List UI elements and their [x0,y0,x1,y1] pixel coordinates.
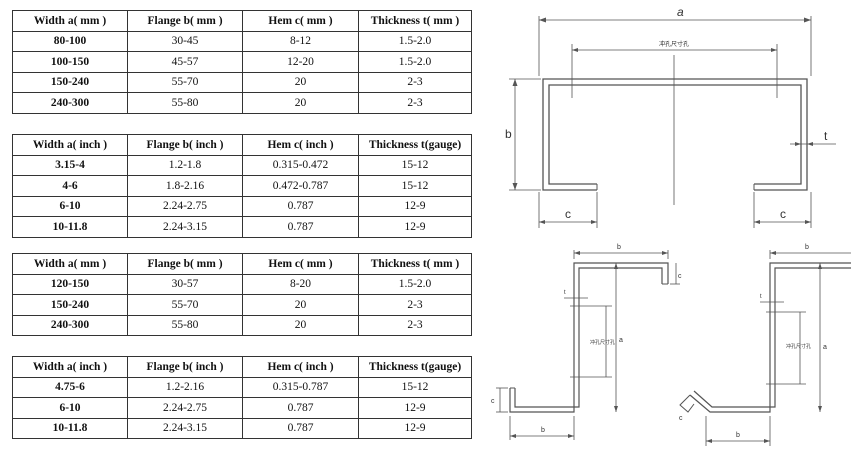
z-hole-spacing-label: 冲孔尺寸孔 [590,339,615,346]
cell-flange: 55-80 [127,314,243,336]
cell-hem: 8-20 [242,273,359,295]
z2-dimension-b-label: b [805,244,809,251]
cell-width: 80-100 [12,30,128,52]
cell-thickness: 12-9 [358,417,472,439]
cell-width: 240-300 [12,92,128,114]
c-section-diagram: a 冲孔尺寸孔 b c c t [505,5,836,228]
cell-width: 4-6 [12,175,128,197]
header-width: Width a( inch ) [12,356,128,378]
z-dimension-c-label: c [678,273,682,280]
cell-hem: 0.315-0.787 [242,376,359,398]
z-dimension-b-bottom-label: b [541,427,545,434]
cell-width: 3.15-4 [12,154,128,176]
cell-hem: 0.787 [242,417,359,439]
spec-table-metric-c: Width a( mm ) Flange b( mm ) Hem c( mm )… [12,10,472,114]
cell-hem: 20 [242,92,359,114]
z-dimension-a-label: a [619,337,623,344]
cell-flange: 55-80 [127,92,243,114]
z2-dimension-t-label: t [760,294,762,300]
spec-table-inch-z: Width a( inch ) Flange b( inch ) Hem c( … [12,356,472,439]
cell-thickness: 2-3 [358,92,472,114]
z2-hole-spacing-label: 冲孔尺寸孔 [786,343,811,350]
table-header-row: Width a( inch ) Flange b( inch ) Hem c( … [12,134,472,156]
dimension-c-right-label: c [780,207,786,221]
header-hem: Hem c( mm ) [242,253,359,275]
cell-flange: 2.24-3.15 [127,417,243,439]
cell-thickness: 15-12 [358,175,472,197]
header-hem: Hem c( inch ) [242,356,359,378]
dimension-a-label: a [677,5,684,19]
cell-hem: 0.787 [242,195,359,217]
cell-width: 6-10 [12,397,128,419]
cell-flange: 2.24-3.15 [127,216,243,238]
z-section-angled-diagram: b a 冲孔尺寸孔 t c b [679,244,851,446]
cell-width: 150-240 [12,71,128,93]
cell-flange: 2.24-2.75 [127,397,243,419]
z-section-diagram: b c a 冲孔尺寸孔 t c b [491,244,682,440]
hole-spacing-label: 冲孔尺寸孔 [659,40,689,48]
header-width: Width a( mm ) [12,253,128,275]
dimension-b-label: b [505,127,512,141]
cell-flange: 1.8-2.16 [127,175,243,197]
dimension-c-label: c [565,207,571,221]
z-dimension-t-label: t [564,290,566,296]
spec-table-inch-c: Width a( inch ) Flange b( inch ) Hem c( … [12,134,472,238]
cell-thickness: 2-3 [358,314,472,336]
cell-thickness: 1.5-2.0 [358,273,472,295]
header-flange: Flange b( inch ) [127,356,243,378]
z2-dimension-a-label: a [823,344,827,351]
header-hem: Hem c( inch ) [242,134,359,156]
cell-width: 240-300 [12,314,128,336]
spec-table-metric-z: Width a( mm ) Flange b( mm ) Hem c( mm )… [12,253,472,336]
header-width: Width a( inch ) [12,134,128,156]
cell-flange: 55-70 [127,294,243,316]
header-thickness: Thickness t(gauge) [358,134,472,156]
z-dimension-c-bottom-label: c [491,398,495,405]
table-header-row: Width a( mm ) Flange b( mm ) Hem c( mm )… [12,253,472,275]
cell-hem: 0.787 [242,397,359,419]
cell-thickness: 15-12 [358,376,472,398]
cell-hem: 0.787 [242,216,359,238]
cell-width: 10-11.8 [12,216,128,238]
cell-width: 10-11.8 [12,417,128,439]
z2-dimension-b-bottom-label: b [736,432,740,439]
z-dimension-b-label: b [617,244,621,251]
cell-thickness: 12-9 [358,216,472,238]
dimension-t-label: t [824,129,828,143]
cell-hem: 20 [242,314,359,336]
table-header-row: Width a( inch ) Flange b( inch ) Hem c( … [12,356,472,378]
z2-dimension-c-label: c [679,415,683,422]
